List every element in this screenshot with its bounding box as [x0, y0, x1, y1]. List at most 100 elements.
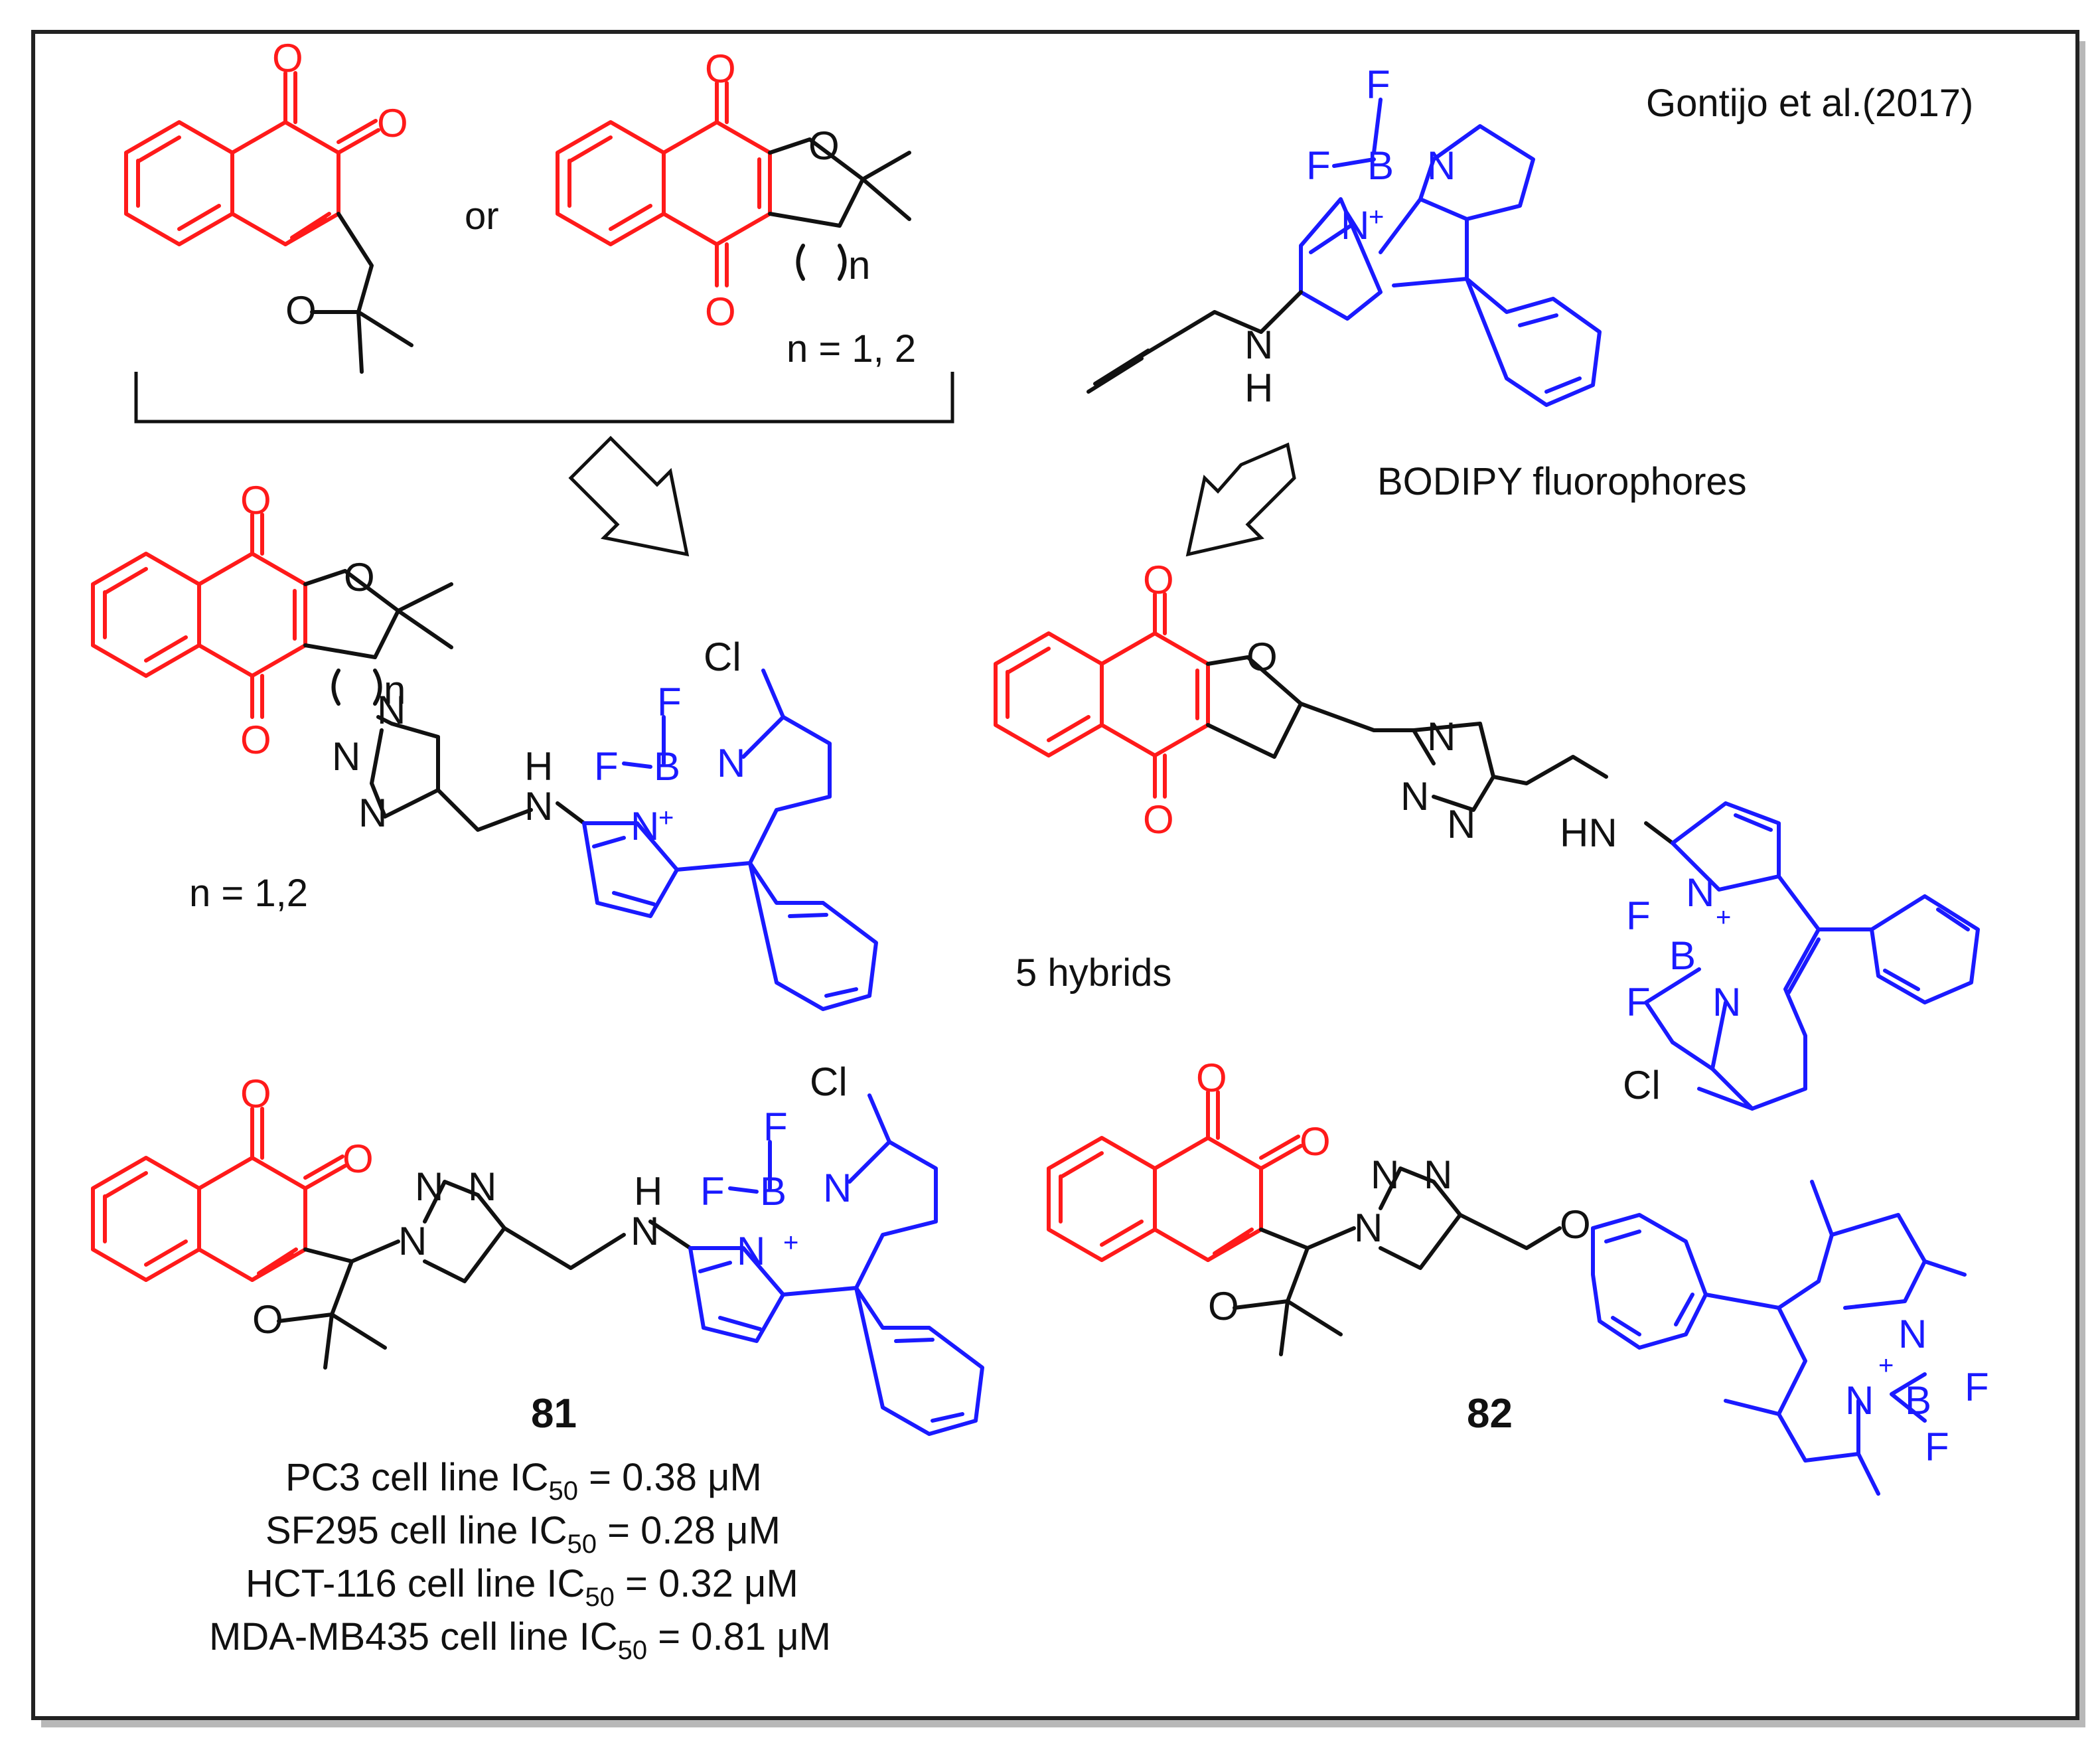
f-atom: F: [700, 1169, 725, 1214]
ortho-naphthoquinone-81: [91, 1107, 347, 1282]
linker-81: [277, 1180, 692, 1370]
hybrids-label: 5 hybrids: [1015, 951, 1171, 994]
o-atom: O: [285, 288, 317, 333]
o-atom: O: [1143, 797, 1174, 842]
o-atom: O: [705, 46, 736, 91]
para-naphthoquinone-middle-right: [994, 592, 1210, 799]
f-atom: F: [1965, 1365, 1989, 1409]
propargylamine-top: [1087, 290, 1303, 394]
activity-pc3: PC3 cell line IC50 = 0.38 μM: [285, 1456, 762, 1506]
b-atom: B: [1367, 143, 1394, 188]
n-atom: N: [631, 1209, 659, 1253]
cl-atom: Cl: [704, 635, 741, 679]
o-atom: O: [808, 123, 840, 168]
o-atom: O: [1196, 1056, 1227, 1100]
cl-atom: Cl: [810, 1060, 848, 1104]
n-atom: N: [358, 791, 387, 835]
n-subscript: n: [384, 668, 406, 712]
n-atom: N: [1400, 774, 1429, 819]
b-atom: B: [1905, 1378, 1931, 1423]
n-subscript: n: [848, 243, 870, 287]
cl-atom: Cl: [1623, 1063, 1661, 1107]
o-atom: O: [1208, 1284, 1239, 1328]
n-atom: N: [1427, 143, 1456, 188]
f-atom: F: [1626, 894, 1651, 938]
o-atom: O: [240, 1071, 271, 1116]
o-atom: O: [272, 36, 303, 80]
n-atom: N: [1341, 203, 1369, 248]
linker-middle-right: [1206, 655, 1675, 845]
n-atom: N: [1898, 1312, 1927, 1356]
bodipy-label: BODIPY fluorophores: [1377, 460, 1747, 503]
compound-82-label: 82: [1467, 1391, 1513, 1437]
n-atom: N: [1371, 1152, 1399, 1197]
f-atom: F: [1626, 980, 1651, 1024]
linker-82: [1233, 1166, 1562, 1356]
o-atom: O: [705, 289, 736, 334]
positive-charge: +: [783, 1228, 798, 1257]
n-atom: N: [1354, 1206, 1383, 1250]
b-atom: B: [1669, 933, 1696, 978]
bodipy-81: [688, 1093, 984, 1436]
n-values-top: n = 1, 2: [787, 327, 916, 370]
f-atom: F: [763, 1105, 788, 1149]
n-atom: N: [524, 784, 553, 829]
o-atom: O: [1143, 558, 1174, 602]
n-atom: N: [631, 804, 659, 848]
compound-81-label: 81: [531, 1391, 577, 1437]
n-atom: N: [1447, 802, 1475, 846]
b-atom: B: [654, 744, 680, 789]
n-atom: N: [717, 741, 745, 785]
h-atom: H: [524, 744, 553, 789]
o-atom: O: [1246, 635, 1278, 679]
n-values-left: n = 1,2: [189, 872, 308, 915]
o-atom: O: [342, 1137, 374, 1181]
n-atom: N: [332, 734, 360, 779]
positive-charge: +: [1878, 1351, 1894, 1380]
n-atom: N: [468, 1164, 496, 1209]
o-atom: O: [1300, 1119, 1331, 1164]
n-atom: N: [1686, 870, 1714, 915]
h-atom: H: [1244, 366, 1273, 410]
or-label: or: [465, 195, 499, 238]
n-atom: N: [1424, 1152, 1452, 1197]
n-atom: N: [1845, 1378, 1874, 1423]
bodipy-middle-left: [582, 669, 878, 1011]
bodipy-middle-right: [1644, 801, 1980, 1111]
dihydrofuran-top-left: [310, 212, 413, 374]
ortho-naphthoquinone-top: [124, 71, 380, 246]
activity-mdamb435: MDA-MB435 cell line IC50 = 0.81 μM: [209, 1615, 831, 1665]
f-atom: F: [1306, 143, 1331, 188]
n-atom: N: [398, 1219, 427, 1263]
linker-middle-left: [303, 569, 586, 832]
o-atom: O: [252, 1297, 283, 1342]
arrow-down-left: [1185, 442, 1296, 557]
activity-list-81: PC3 cell line IC50 = 0.38 μM SF295 cell …: [209, 1456, 831, 1665]
o-atom: O: [240, 478, 271, 522]
b-atom: B: [760, 1169, 787, 1214]
bodipy-82: [1591, 1180, 1967, 1496]
bodipy-top: [1299, 98, 1602, 407]
para-naphthoquinone-top: [556, 81, 772, 287]
n-atom: N: [377, 688, 406, 732]
positive-charge: +: [1716, 903, 1731, 932]
frame: [31, 30, 2079, 1720]
pyran-ring-top: [768, 137, 911, 281]
n-atom: N: [737, 1229, 765, 1273]
positive-charge: +: [1369, 202, 1384, 232]
n-atom: N: [1244, 323, 1273, 367]
n-atom: N: [1712, 980, 1741, 1024]
activity-sf295: SF295 cell line IC50 = 0.28 μM: [265, 1509, 781, 1559]
f-atom: F: [657, 680, 682, 724]
f-atom: F: [1366, 62, 1390, 107]
arrow-down-right: [568, 436, 690, 557]
para-naphthoquinone-middle-left: [91, 513, 307, 719]
n-atom: N: [415, 1164, 443, 1209]
citation: Gontijo et al.(2017): [1646, 82, 1973, 125]
o-atom: O: [1560, 1202, 1591, 1247]
activity-hct116: HCT-116 cell line IC50 = 0.32 μM: [246, 1562, 798, 1612]
grouping-bracket: [134, 372, 954, 424]
ortho-naphthoquinone-82: [1047, 1090, 1303, 1262]
f-atom: F: [594, 744, 619, 789]
